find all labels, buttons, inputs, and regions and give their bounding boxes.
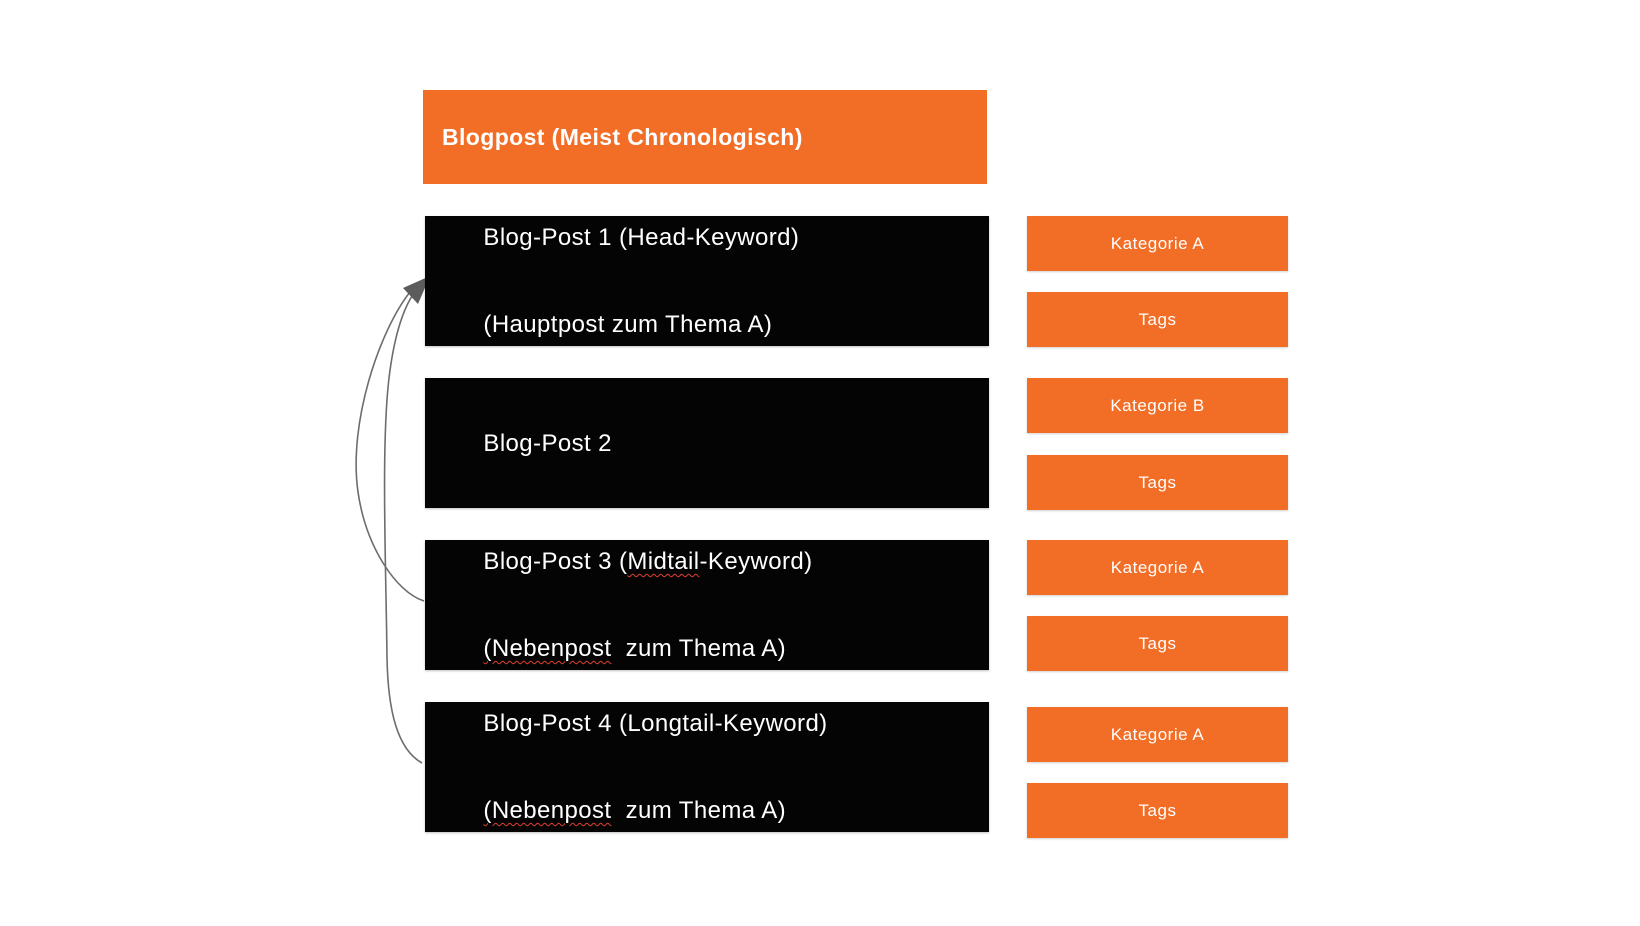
blogpost-3-box: Blog-Post 3 (Midtail-Keyword) (Nebenpost…: [425, 540, 989, 670]
post-subtitle-line: (Nebenpost zum Thema A): [441, 767, 975, 854]
post-title-line: Blog-Post 3 (Midtail-Keyword): [441, 518, 975, 605]
tags-badge: Tags: [1027, 616, 1288, 671]
post-title-line: Blog-Post 2: [441, 400, 975, 487]
post-subtitle-line: (Hauptpost zum Thema A): [441, 281, 975, 368]
blogpost-4-box: Blog-Post 4 (Longtail-Keyword) (Nebenpos…: [425, 702, 989, 832]
post-title-line: Blog-Post 1 (Head-Keyword): [441, 194, 975, 281]
misspelled-word: (Nebenpost: [483, 635, 612, 662]
post-title-line: Blog-Post 4 (Longtail-Keyword): [441, 680, 975, 767]
category-badge: Kategorie A: [1027, 216, 1288, 271]
category-badge: Kategorie A: [1027, 707, 1288, 762]
post-text-segment: Blog-Post 1 (Head-Keyword): [483, 224, 800, 251]
arrow-curve-post3-to-post1: [355, 291, 425, 602]
category-badge: Kategorie A: [1027, 540, 1288, 595]
blogpost-1-box: Blog-Post 1 (Head-Keyword) (Hauptpost zu…: [425, 216, 989, 346]
post-text-segment: zum Thema A): [611, 635, 787, 662]
tags-badge: Tags: [1027, 455, 1288, 510]
post-text-segment: Blog-Post 3 (: [483, 548, 628, 575]
tags-badge: Tags: [1027, 292, 1288, 347]
post-text-segment: (Hauptpost zum Thema A): [483, 311, 773, 338]
misspelled-word: (Nebenpost: [483, 797, 612, 824]
post-text-segment: zum Thema A): [611, 797, 787, 824]
post-text-segment: Blog-Post 4 (Longtail-Keyword): [483, 710, 828, 737]
post-subtitle-line: (Nebenpost zum Thema A): [441, 605, 975, 692]
tags-badge: Tags: [1027, 783, 1288, 838]
header-title: Blogpost (Meist Chronologisch): [442, 123, 803, 150]
post-text-segment: Blog-Post 2: [483, 429, 612, 457]
category-badge: Kategorie B: [1027, 378, 1288, 433]
blogpost-header: Blogpost (Meist Chronologisch): [423, 90, 987, 184]
misspelled-word: Midtail: [627, 548, 700, 575]
post-text-segment: -Keyword): [699, 548, 813, 575]
blogpost-2-box: Blog-Post 2: [425, 378, 989, 508]
arrow-curve-post4-to-post1: [383, 292, 423, 764]
